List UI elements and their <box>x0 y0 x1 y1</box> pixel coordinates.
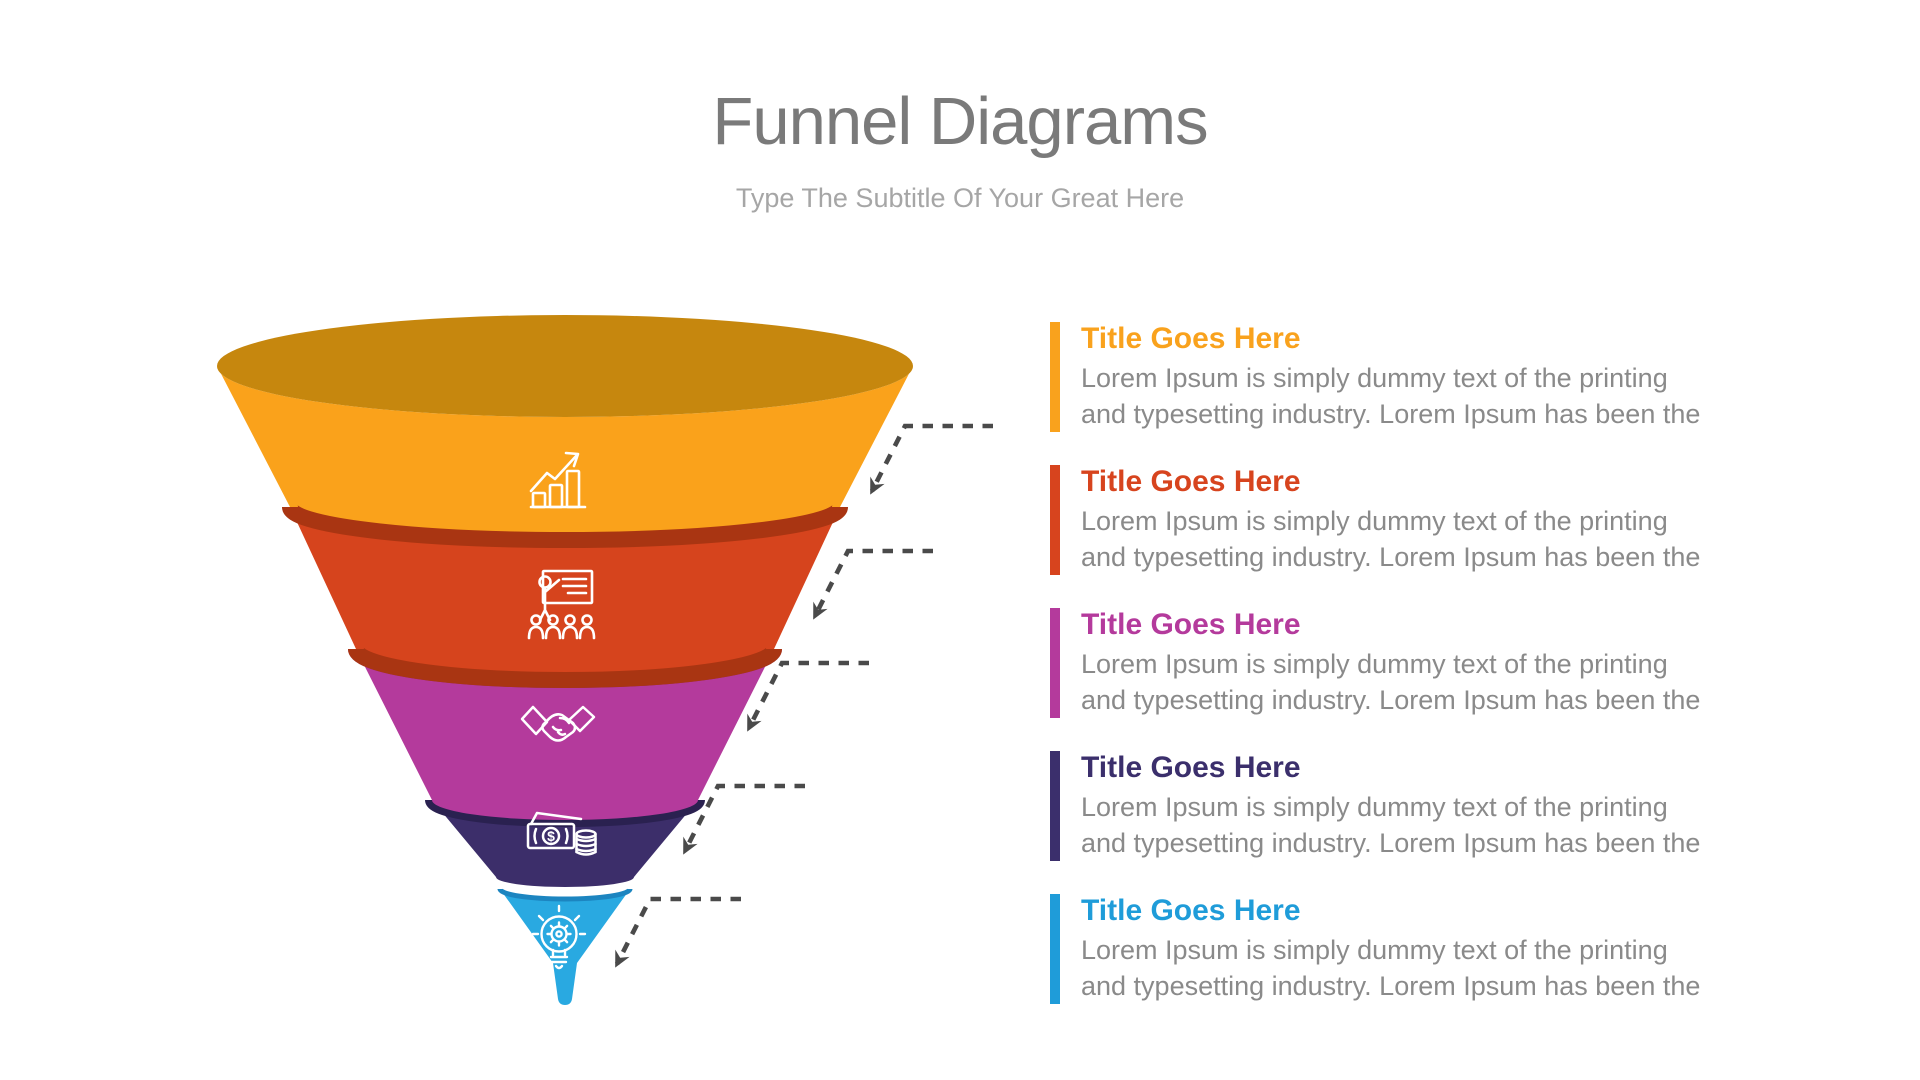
accent-bar <box>1050 894 1060 1004</box>
accent-bar <box>1050 322 1060 432</box>
handshake-icon <box>520 705 596 742</box>
flow-arrow-1 <box>869 423 993 495</box>
presentation-icon <box>527 569 596 640</box>
item-body: Lorem Ipsum is simply dummy text of the … <box>1081 935 1701 1001</box>
slide-header: Funnel Diagrams Type The Subtitle Of You… <box>0 88 1920 212</box>
accent-bar <box>1050 465 1060 575</box>
funnel-item: Title Goes Here Lorem Ipsum is simply du… <box>1050 465 1700 575</box>
money-icon: $ <box>526 811 597 856</box>
item-title: Title Goes Here <box>1081 465 1301 498</box>
funnel-item: Title Goes Here Lorem Ipsum is simply du… <box>1050 751 1700 861</box>
funnel-segment-5 <box>500 889 630 1005</box>
page-subtitle: Type The Subtitle Of Your Great Here <box>735 183 1185 213</box>
funnel-segment-2-rim <box>348 646 782 688</box>
item-body: Lorem Ipsum is simply dummy text of the … <box>1081 363 1701 429</box>
funnel-segment-5-rim <box>497 888 633 902</box>
funnel-top-surface <box>217 315 913 417</box>
funnel-item: Title Goes Here Lorem Ipsum is simply du… <box>1050 894 1700 1004</box>
funnel-segment-1-rim <box>282 504 848 548</box>
growth-chart-icon <box>529 451 587 509</box>
dollar-glyph: $ <box>547 828 555 844</box>
page-title: Funnel Diagrams <box>712 84 1208 159</box>
funnel-item: Title Goes Here Lorem Ipsum is simply du… <box>1050 608 1700 718</box>
flow-arrow-2 <box>812 548 933 620</box>
item-title: Title Goes Here <box>1081 322 1301 355</box>
flow-arrow-4 <box>682 783 805 855</box>
accent-bar <box>1050 751 1060 861</box>
item-title: Title Goes Here <box>1081 894 1301 927</box>
item-body: Lorem Ipsum is simply dummy text of the … <box>1081 506 1701 572</box>
flow-arrow-3 <box>746 660 869 732</box>
accent-bar <box>1050 608 1060 718</box>
item-title: Title Goes Here <box>1081 751 1301 784</box>
flow-arrow-5 <box>614 896 741 968</box>
funnel-item: Title Goes Here Lorem Ipsum is simply du… <box>1050 322 1700 432</box>
idea-gear-icon <box>531 904 587 970</box>
item-body: Lorem Ipsum is simply dummy text of the … <box>1081 792 1701 858</box>
item-title: Title Goes Here <box>1081 608 1301 641</box>
funnel-segment-2 <box>290 507 840 680</box>
item-body: Lorem Ipsum is simply dummy text of the … <box>1081 649 1701 715</box>
